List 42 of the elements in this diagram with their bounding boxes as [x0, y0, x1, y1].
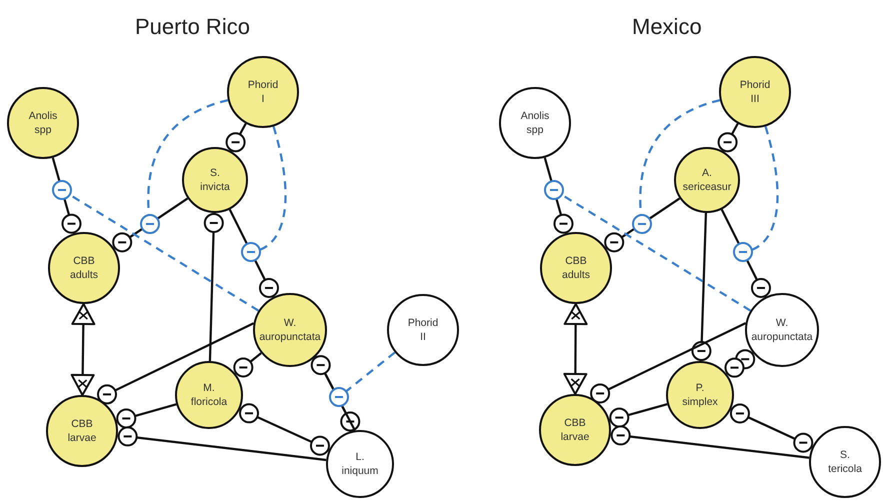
interaction-line — [724, 349, 756, 378]
species-label: M. floricola — [190, 381, 228, 409]
species-label: W. auropunctata — [751, 316, 813, 344]
species-label: W. auropunctata — [259, 316, 321, 344]
species-label: Phorid III — [740, 78, 770, 106]
modifier-line — [332, 352, 396, 404]
species-label: Anolis spp — [28, 109, 58, 137]
species-label: Phorid I — [248, 78, 278, 106]
modifier-line — [736, 126, 779, 259]
species-circle — [253, 293, 327, 367]
species-label: P. simplex — [682, 381, 718, 409]
species-label: A. sericeasur — [682, 166, 732, 194]
species-label: L. iniquum — [342, 450, 378, 478]
panel-title: Mexico — [632, 14, 702, 40]
panel-title: Puerto Rico — [135, 14, 250, 40]
species-label: S. tericola — [828, 448, 862, 476]
species-circle — [745, 293, 819, 367]
interaction-line — [610, 428, 810, 459]
interaction-line — [590, 322, 746, 402]
species-label: Anolis spp — [520, 109, 550, 137]
species-circle — [666, 361, 734, 429]
interaction-line — [730, 404, 814, 453]
species-circle — [175, 361, 243, 429]
interaction-line — [233, 352, 262, 378]
species-label: Phorid II — [408, 316, 438, 344]
interaction-line — [694, 212, 712, 362]
interaction-line — [239, 403, 330, 456]
interaction-line — [609, 403, 668, 427]
species-circle — [674, 147, 740, 213]
modifier-line — [244, 126, 287, 259]
species-label: CBB adults — [70, 254, 98, 282]
species-label: CBB larvae — [68, 417, 96, 445]
species-label: CBB larvae — [560, 416, 590, 444]
species-circle — [182, 147, 248, 213]
interaction-line — [226, 123, 247, 152]
interaction-line — [718, 123, 739, 152]
interaction-line — [97, 322, 254, 402]
interaction-line — [118, 428, 326, 462]
interaction-line — [116, 403, 177, 428]
interaction-line — [204, 212, 221, 362]
species-label: CBB adults — [562, 254, 590, 282]
species-label: S. invicta — [200, 166, 230, 194]
